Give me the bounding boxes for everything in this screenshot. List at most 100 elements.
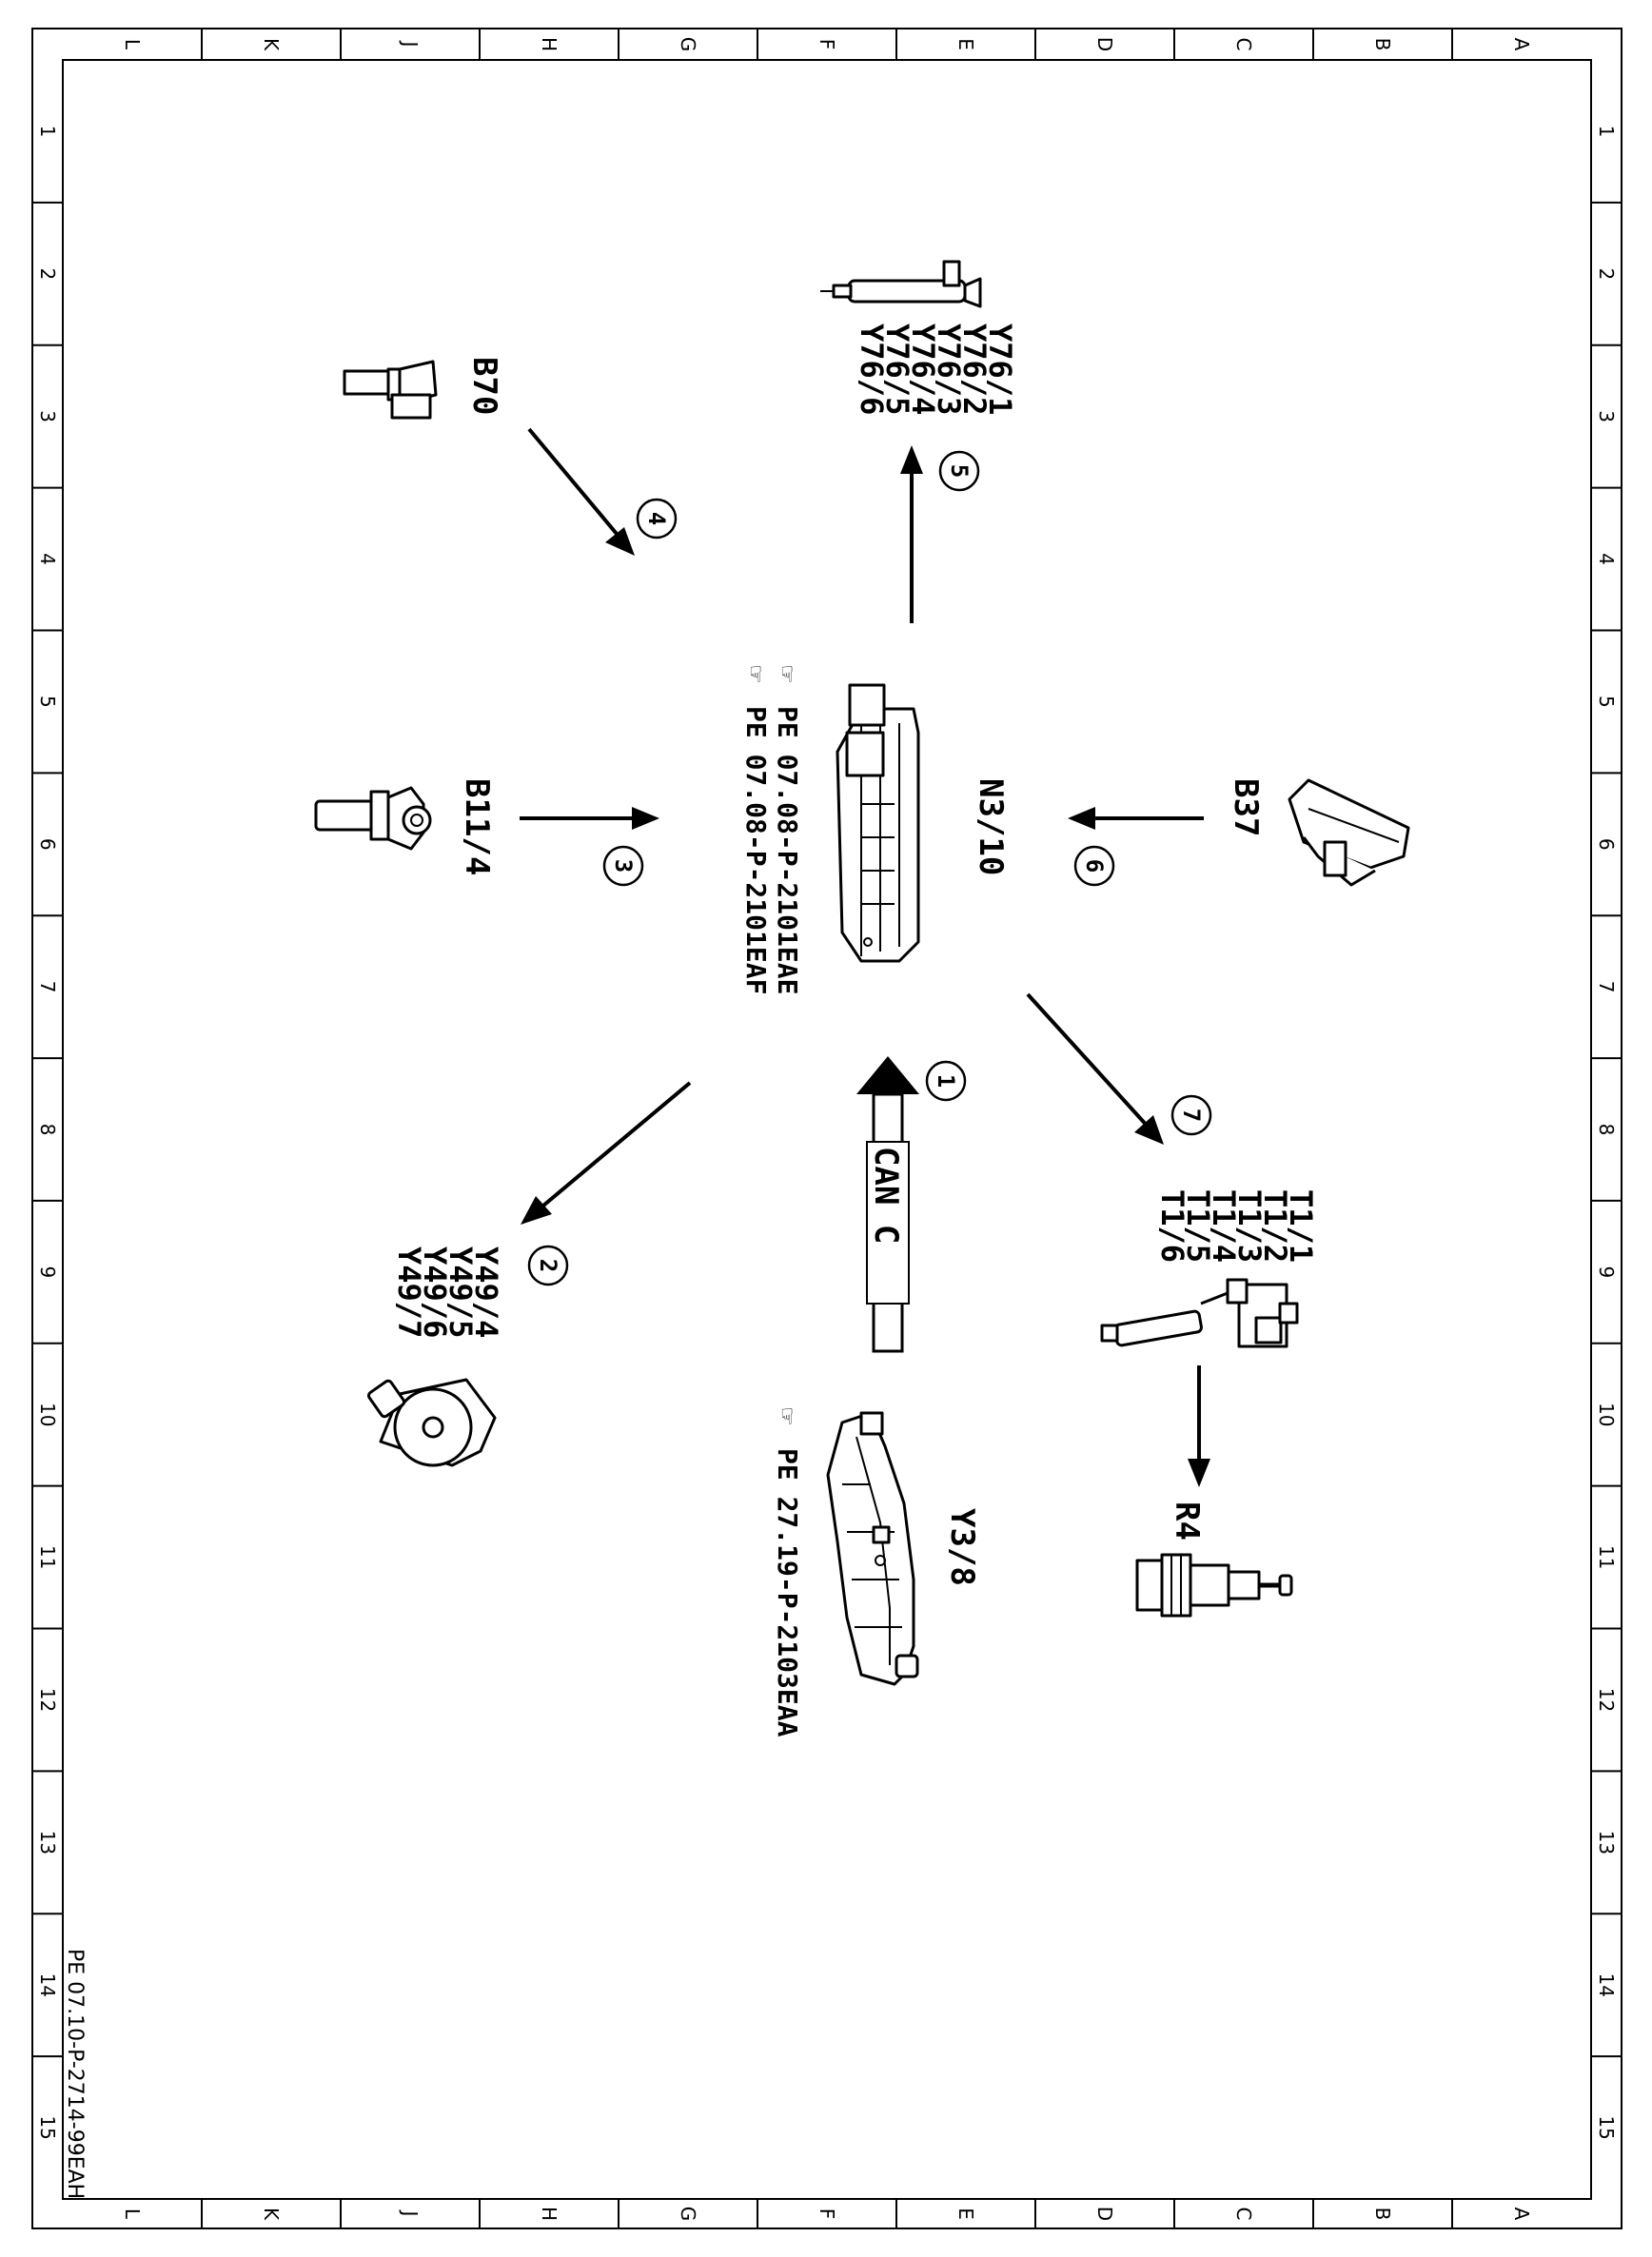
- grid-column-letter: K: [260, 2208, 283, 2221]
- y3-8-reference: ☞ PE 27.19-P-2103EAA: [772, 1408, 803, 1737]
- crankshaft-sensor-icon: [343, 360, 438, 420]
- arrow-t1-r4-head: [1188, 1459, 1210, 1487]
- fuel-injector-icon: [820, 260, 982, 308]
- grid-column-letter: A: [1510, 38, 1533, 51]
- outer-frame: [31, 28, 1622, 2229]
- can-bus-label-box: [866, 1141, 910, 1305]
- b11-4-label: B11/4: [458, 778, 496, 875]
- grid-row-number: 4: [1595, 553, 1618, 565]
- callout-7: 7: [1170, 1094, 1212, 1136]
- inner-frame: [62, 59, 1592, 2200]
- coolant-temp-sensor-icon: [314, 786, 432, 851]
- grid-column-letter: G: [677, 2207, 699, 2222]
- grid-row-number: 9: [36, 1266, 59, 1278]
- svg-text:7: 7: [1178, 1109, 1205, 1122]
- y49-label: Y49/6: [417, 1246, 453, 1338]
- grid-row-number: 13: [36, 1831, 59, 1855]
- grid-row-number: 14: [36, 1972, 59, 1996]
- grid-row-number: 2: [1595, 267, 1618, 280]
- grid-row-number: 15: [36, 2115, 59, 2139]
- ignition-coil-icon: [1100, 1278, 1299, 1348]
- can-bus-label: CAN C: [867, 1147, 905, 1244]
- grid-row-number: 10: [36, 1403, 59, 1426]
- document-reference: PE 07.10-P-2714-99EAH: [63, 1949, 87, 2199]
- callout-5: 5: [938, 450, 980, 492]
- y49-labels: Y49/4 Y49/5 Y49/6 Y49/7: [391, 1246, 504, 1338]
- y3-8-label: Y3/8: [943, 1508, 981, 1586]
- grid-row-number: 6: [36, 838, 59, 851]
- t1-label: T1/5: [1180, 1189, 1216, 1263]
- spark-plug-icon: [1135, 1553, 1293, 1618]
- grid-column-letter: H: [538, 37, 560, 51]
- grid-row-number: 1: [1595, 126, 1618, 138]
- y76-label: Y76/1: [982, 324, 1018, 415]
- hand-pointer-icon: ☞: [772, 666, 803, 682]
- grid-column-letter: C: [1232, 38, 1255, 51]
- y76-label: Y76/2: [956, 324, 993, 415]
- grid-row-number: 8: [1595, 1124, 1618, 1136]
- grid-row-number: 6: [1595, 838, 1618, 851]
- y49-label: Y49/7: [391, 1246, 427, 1338]
- y49-label: Y49/5: [442, 1246, 479, 1338]
- callout-4: 4: [636, 498, 678, 540]
- t1-label: T1/6: [1154, 1189, 1190, 1263]
- svg-text:1: 1: [933, 1074, 959, 1088]
- t1-labels: T1/1 T1/2 T1/3 T1/4 T1/5 T1/6: [1154, 1189, 1319, 1263]
- grid-row-number: 4: [36, 553, 59, 565]
- grid-column-letter: C: [1232, 2208, 1255, 2221]
- grid-column-letter: G: [677, 37, 699, 52]
- grid-row-number: 8: [36, 1124, 59, 1136]
- t1-label: T1/3: [1231, 1189, 1268, 1263]
- grid-column-letter: J: [399, 2209, 422, 2217]
- n3-10-ref-2: PE 07.08-P-2101EAF: [740, 706, 772, 994]
- engine-control-unit-icon: [836, 683, 920, 963]
- grid-column-letter: A: [1510, 2208, 1533, 2221]
- grid-column-letter: J: [399, 40, 422, 48]
- arrow-7-line: [1026, 992, 1151, 1130]
- grid-row-number: 12: [1595, 1688, 1618, 1712]
- grid-row-number: 3: [36, 410, 59, 422]
- svg-text:3: 3: [610, 859, 637, 873]
- b37-label: B37: [1227, 778, 1265, 836]
- grid-row-number: 9: [1595, 1266, 1618, 1278]
- svg-text:6: 6: [1081, 859, 1108, 873]
- t1-label: T1/1: [1283, 1189, 1319, 1263]
- y76-label: Y76/3: [931, 324, 967, 415]
- grid-row-number: 13: [1595, 1831, 1618, 1855]
- grid-column-letter: D: [1093, 2207, 1116, 2221]
- grid-column-letter: H: [538, 2207, 560, 2221]
- arrow-5-head: [900, 445, 923, 474]
- grid-column-letter: E: [954, 2208, 977, 2220]
- n3-10-references: ☞ PE 07.08-P-2101EAE ☞ PE 07.08-P-2101EA…: [740, 666, 803, 994]
- grid-row-number: 7: [36, 981, 59, 993]
- grid-row-number: 11: [36, 1545, 59, 1569]
- t1-label: T1/2: [1257, 1189, 1293, 1263]
- y76-label: Y76/5: [879, 324, 915, 415]
- y49-label: Y49/4: [468, 1246, 504, 1338]
- grid-column-letter: B: [1371, 38, 1394, 51]
- grid-row-number: 10: [1595, 1403, 1618, 1426]
- grid-row-number: 5: [1595, 696, 1618, 708]
- y76-label: Y76/4: [905, 324, 941, 415]
- grid-row-number: 5: [36, 696, 59, 708]
- camshaft-adjuster-magnet-icon: [366, 1378, 497, 1467]
- r4-label: R4: [1168, 1501, 1206, 1541]
- callout-2: 2: [527, 1245, 569, 1286]
- grid-row-number: 12: [36, 1688, 59, 1712]
- arrow-2-head: [521, 1196, 552, 1225]
- n3-10-label: N3/10: [972, 778, 1010, 875]
- grid-column-letter: L: [121, 39, 144, 50]
- grid-column-letter: F: [816, 39, 838, 50]
- grid-column-letter: E: [954, 38, 977, 50]
- arrow-4-head: [605, 527, 635, 556]
- can-bus-arrowhead: [856, 1056, 919, 1094]
- callout-3: 3: [602, 845, 644, 887]
- grid-row-number: 15: [1595, 2115, 1618, 2139]
- arrow-7-head: [1134, 1115, 1164, 1145]
- grid-column-letter: D: [1093, 37, 1116, 51]
- b70-label: B70: [465, 357, 503, 415]
- transmission-control-unit-icon: [826, 1411, 919, 1686]
- n3-10-ref-1: PE 07.08-P-2101EAE: [772, 706, 803, 994]
- arrow-4-line: [527, 427, 623, 541]
